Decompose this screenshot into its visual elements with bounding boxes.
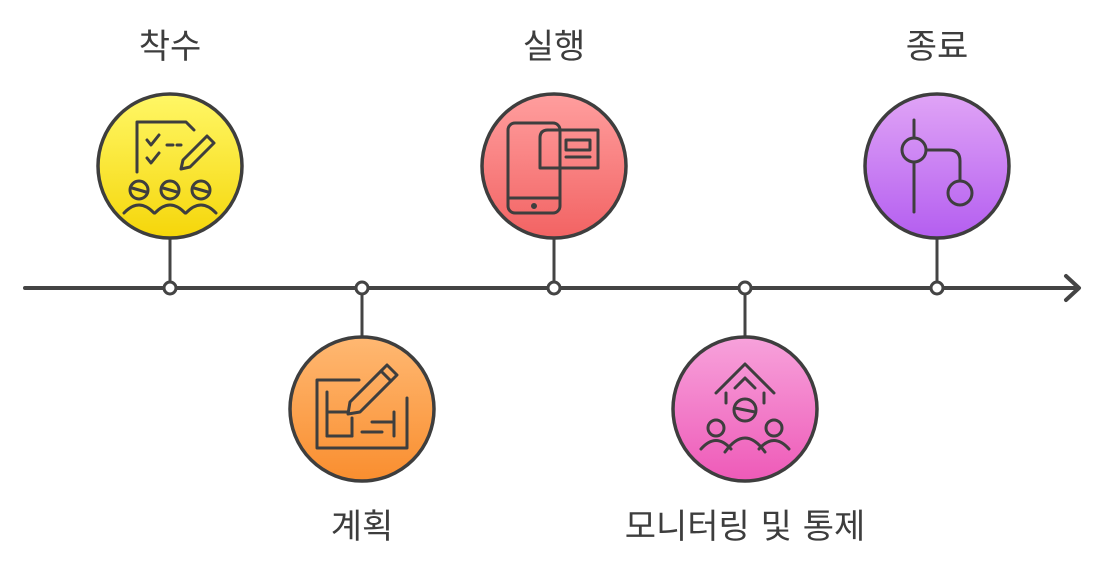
timeline-dot-5: [929, 280, 945, 296]
stage-node-1: [96, 92, 244, 240]
timeline-dot-1: [162, 280, 178, 296]
timeline-dot-2: [354, 280, 370, 296]
stage-label-3: 실행: [522, 27, 586, 67]
team-checklist-icon: [122, 120, 218, 215]
stage-label-5: 종료: [905, 27, 969, 67]
plan-drafting-icon: [315, 363, 409, 450]
stage-node-2: [288, 335, 436, 483]
stage-label-2: 계획: [330, 507, 394, 547]
mobile-document-icon: [506, 121, 600, 215]
stage-node-4: [671, 335, 819, 483]
stage-label-4: 모니터링 및 통제: [624, 507, 866, 547]
timeline-arrowhead: [1064, 274, 1081, 302]
stage-node-3: [480, 92, 628, 240]
branch-path-icon: [900, 118, 974, 214]
timeline-dot-4: [737, 280, 753, 296]
timeline-dot-3: [546, 280, 562, 296]
team-growth-icon: [699, 362, 791, 454]
stage-label-1: 착수: [138, 27, 202, 67]
stage-node-5: [863, 92, 1011, 240]
